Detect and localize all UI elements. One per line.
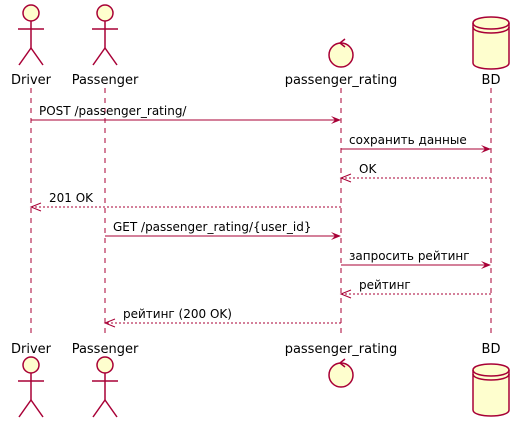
- message-label: сохранить данные: [349, 133, 467, 147]
- passenger-bottom-actor-icon: [92, 356, 118, 418]
- message-label: POST /passenger_rating/: [39, 104, 187, 118]
- arrowhead-open-icon: [339, 289, 352, 299]
- bd-label-top: BD: [482, 73, 501, 88]
- message-label: рейтинг: [359, 278, 411, 292]
- arrowhead-open-icon: [103, 318, 116, 328]
- arrowhead-filled-icon: [481, 145, 491, 153]
- passenger-label-bottom: Passenger: [72, 342, 139, 357]
- passenger_rating-bottom-control-icon: [328, 358, 354, 388]
- bd-top-database-icon: [472, 16, 510, 70]
- arrowhead-filled-icon: [481, 261, 491, 269]
- passenger_rating-top-control-icon: [328, 38, 354, 68]
- message-label: запросить рейтинг: [349, 249, 470, 263]
- message-label: OK: [359, 162, 377, 176]
- message-2: сохранить данные: [341, 133, 491, 153]
- arrowhead-open-icon: [339, 173, 352, 183]
- message-6: запросить рейтинг: [341, 249, 491, 269]
- participants-top: Driver Passenger passenger_rating BD: [11, 4, 510, 88]
- passenger_rating-label-top: passenger_rating: [285, 73, 398, 88]
- passenger-top-actor-icon: [92, 4, 118, 66]
- message-label: 201 OK: [49, 191, 94, 205]
- message-label: GET /passenger_rating/{user_id}: [113, 220, 311, 234]
- passenger_rating-label-bottom: passenger_rating: [285, 342, 398, 357]
- message-8: рейтинг (200 OK): [103, 307, 341, 328]
- passenger-label-top: Passenger: [72, 73, 139, 88]
- message-5: GET /passenger_rating/{user_id}: [105, 220, 341, 240]
- message-3: OK: [339, 162, 491, 183]
- driver-bottom-actor-icon: [18, 356, 44, 418]
- bd-label-bottom: BD: [482, 342, 501, 357]
- message-1: POST /passenger_rating/: [31, 104, 341, 124]
- message-label: рейтинг (200 OK): [123, 307, 232, 321]
- message-7: рейтинг: [339, 278, 491, 299]
- lifelines: [30, 88, 492, 335]
- driver-top-actor-icon: [18, 4, 44, 66]
- arrowhead-open-icon: [29, 202, 42, 212]
- arrowhead-filled-icon: [331, 232, 341, 240]
- driver-label-top: Driver: [11, 73, 52, 88]
- driver-label-bottom: Driver: [11, 342, 52, 357]
- arrowhead-filled-icon: [331, 116, 341, 124]
- messages: POST /passenger_rating/сохранить данныеO…: [29, 104, 491, 328]
- message-4: 201 OK: [29, 191, 341, 212]
- bd-bottom-database-icon: [472, 363, 510, 417]
- participants-bottom: Driver Passenger passenger_rating BD: [11, 342, 510, 418]
